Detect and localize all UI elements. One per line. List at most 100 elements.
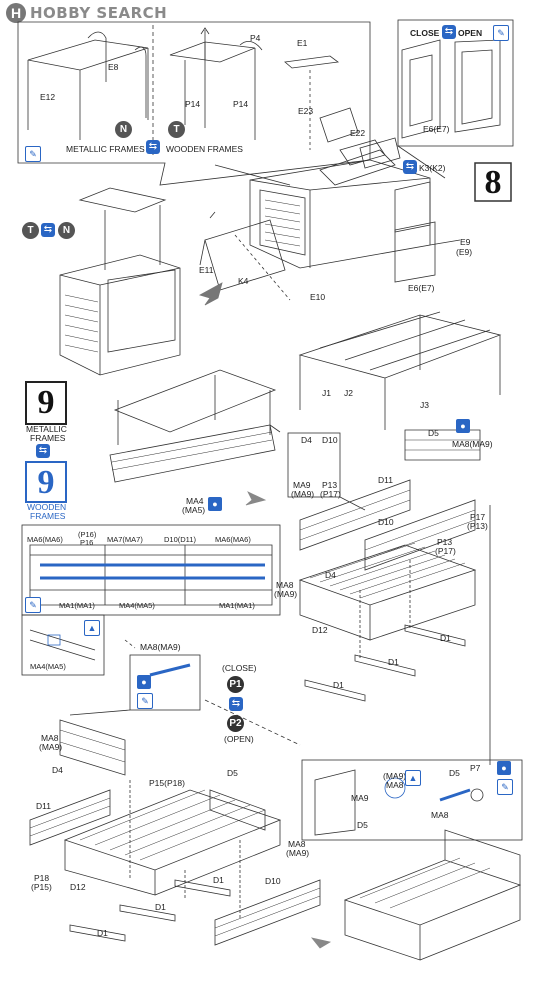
label-p13c: P13 <box>437 537 453 547</box>
label-ma4: MA4 <box>186 496 204 506</box>
label-d12: D12 <box>312 625 328 635</box>
step-caption-metal-2: FRAMES <box>30 433 66 443</box>
label-ma8: MA8 <box>276 580 294 590</box>
label-ma4ma5: MA4(MA5) <box>119 601 155 610</box>
label-ma9: MA9 <box>293 480 311 490</box>
label-d4b: D4 <box>325 570 336 580</box>
label-p15b: (P15) <box>31 882 52 892</box>
label-d10: D10 <box>322 435 338 445</box>
label-ma9-inset: MA9 <box>351 793 369 803</box>
label-ma9c: (MA9) <box>274 589 298 599</box>
label-p4: P4 <box>250 33 261 43</box>
label-p17b: (P17) <box>320 489 341 499</box>
label-j2: J2 <box>344 388 353 398</box>
logo-mark-icon: H <box>6 3 26 23</box>
label-close: CLOSE <box>410 28 440 38</box>
glue-icon: ● <box>456 419 470 433</box>
label-ma8ma9: MA8(MA9) <box>452 439 493 449</box>
step-caption-wood-2: FRAMES <box>30 511 66 521</box>
badge-n: N <box>115 121 132 138</box>
label-ma8-inset: MA8 <box>386 780 404 790</box>
label-p16: P16 <box>80 538 94 547</box>
swap-icon: ⇆ <box>229 697 243 711</box>
label-d12-bottom: D12 <box>70 882 86 892</box>
label-ma8b-inset: MA8 <box>431 810 449 820</box>
tool-icon: ✎ <box>137 693 153 709</box>
direction-icon: ▲ <box>405 770 421 786</box>
step-caption-wood-1: WOODEN <box>27 502 67 512</box>
label-p15: P15(P18) <box>149 778 185 788</box>
glue-icon: ● <box>497 761 511 775</box>
badge-t: T <box>168 121 185 138</box>
label-e10: E10 <box>310 292 326 302</box>
step-number-9-wood: 9 <box>25 461 67 503</box>
doors-inset-box <box>397 19 514 147</box>
label-d10b: D10 <box>378 517 394 527</box>
label-close-paren: (CLOSE) <box>222 663 257 673</box>
label-p7: P7 <box>470 763 481 773</box>
label-d5-inset: D5 <box>357 820 368 830</box>
tool-icon: ✎ <box>493 25 509 41</box>
swap-icon: ⇆ <box>41 223 55 237</box>
swap-icon: ⇆ <box>146 140 160 154</box>
step-number-8: 8 <box>484 164 502 201</box>
label-d5-bottom: D5 <box>227 768 238 778</box>
label-p14-a: P14 <box>185 99 201 109</box>
swap-icon: ⇆ <box>403 160 417 174</box>
step-caption-metal-1: METALLIC <box>26 424 67 434</box>
label-d1-bottom-b: D1 <box>155 902 166 912</box>
site-logo[interactable]: H HOBBY SEARCH <box>6 2 167 24</box>
label-ma8b-bottom: MA8 <box>288 839 306 849</box>
label-p16-paren: (P16) <box>78 530 97 539</box>
label-p14-b: P14 <box>233 99 249 109</box>
label-ma1-right: MA1(MA1) <box>219 601 255 610</box>
badge-n-left: N <box>58 222 75 239</box>
label-d4-bottom: D4 <box>52 765 63 775</box>
label-p13b: (P13) <box>467 521 488 531</box>
label-k3: K3(K2) <box>419 163 446 173</box>
label-p17c: (P17) <box>435 546 456 556</box>
label-ma9b-bottom: (MA9) <box>286 848 310 858</box>
label-p17: P17 <box>470 512 486 522</box>
tool-icon: ✎ <box>25 146 41 162</box>
label-d4: D4 <box>301 435 312 445</box>
label-e22: E22 <box>350 128 366 138</box>
caption-wooden-frames: WOODEN FRAMES <box>166 144 243 154</box>
label-j3: J3 <box>420 400 429 410</box>
label-d5: D5 <box>428 428 439 438</box>
label-d11: D11 <box>378 475 393 485</box>
label-d10-bottom: D10 <box>265 876 281 886</box>
direction-icon: ▲ <box>84 620 100 636</box>
label-e6: E6(E7) <box>408 283 435 293</box>
label-e6-inset: E6(E7) <box>423 124 450 134</box>
logo-text: HOBBY SEARCH <box>30 4 168 22</box>
glue-icon: ● <box>137 675 151 689</box>
label-d1-bottom-a: D1 <box>213 875 224 885</box>
label-ma9b-inset: (MA9) <box>383 771 407 781</box>
label-d1a: D1 <box>440 633 451 643</box>
label-e12: E12 <box>40 92 56 102</box>
badge-t-left: T <box>22 222 39 239</box>
label-ma7: MA7(MA7) <box>107 535 143 544</box>
label-ma6-right: MA6(MA6) <box>215 535 251 544</box>
tool-icon: ✎ <box>497 779 513 795</box>
label-e11: E11 <box>199 265 214 275</box>
glue-icon: ● <box>208 497 222 511</box>
label-ma1-left: MA1(MA1) <box>59 601 95 610</box>
caption-metallic-frames: METALLIC FRAMES <box>66 144 145 154</box>
label-open-paren: (OPEN) <box>224 734 254 744</box>
label-ma9b: (MA9) <box>291 489 315 499</box>
label-d1-bottom-c: D1 <box>97 928 108 938</box>
swap-icon: ⇆ <box>36 444 50 458</box>
label-e8: E8 <box>108 62 119 72</box>
label-p13: P13 <box>322 480 338 490</box>
label-ma9-bottom: (MA9) <box>39 742 63 752</box>
label-ma5: (MA5) <box>182 505 206 515</box>
label-ma4ma5-small: MA4(MA5) <box>30 662 66 671</box>
label-d10d11: D10(D11) <box>164 535 196 544</box>
label-e9b: (E9) <box>456 247 473 257</box>
frames-inset-box <box>17 21 371 186</box>
label-ma8-bottom: MA8 <box>41 733 59 743</box>
label-e1: E1 <box>297 38 308 48</box>
